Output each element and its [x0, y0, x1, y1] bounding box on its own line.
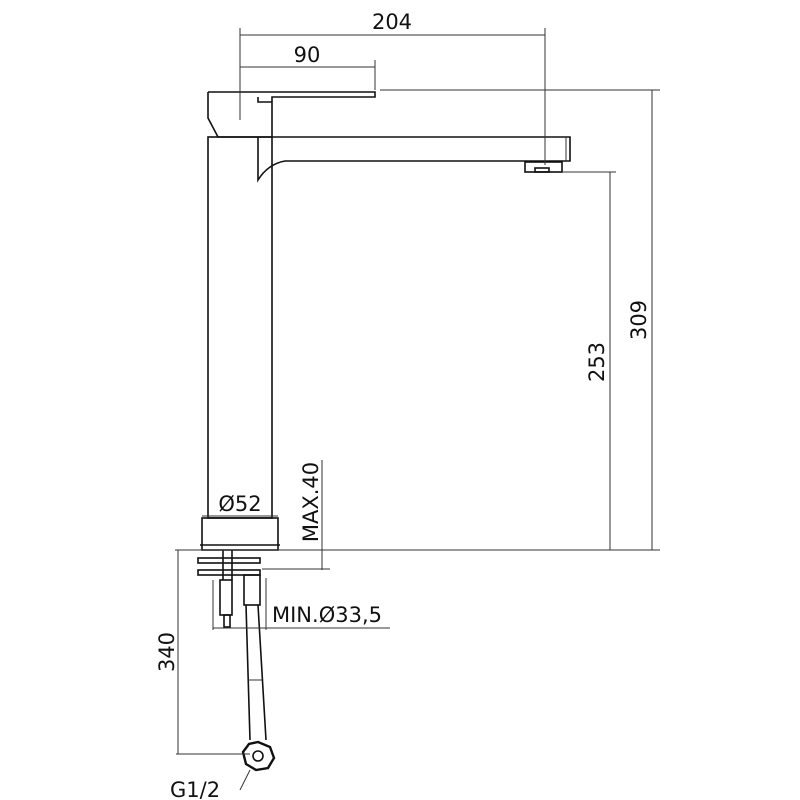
- dim-max-40: MAX.40: [299, 462, 323, 542]
- dim-340: 340: [155, 632, 179, 672]
- dim-309: 309: [627, 300, 651, 340]
- dim-min-hole: MIN.Ø33,5: [272, 603, 382, 627]
- dim-90: 90: [294, 43, 321, 67]
- dimension-labels: 204 90 309 253 MAX.40 Ø52 MIN.Ø33,5 340 …: [155, 10, 651, 800]
- dim-g12: G1/2: [170, 778, 220, 800]
- faucet-body: [207, 91, 571, 519]
- dim-base-diameter: Ø52: [218, 492, 261, 516]
- dim-253: 253: [585, 342, 609, 382]
- dimension-lines: [175, 28, 660, 791]
- dim-204: 204: [372, 10, 412, 34]
- faucet-base: [197, 517, 280, 772]
